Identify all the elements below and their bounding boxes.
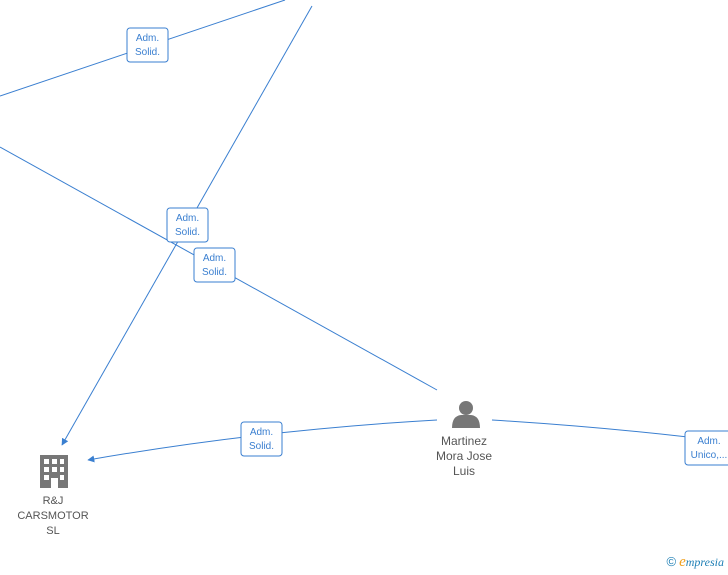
edge-label-line: Solid. (175, 227, 200, 238)
building-icon[interactable] (40, 455, 68, 488)
company-label-line: CARSMOTOR (17, 510, 89, 522)
edge-label-top-left[interactable]: Adm. Solid. (126, 27, 169, 63)
edge-label-line: Adm. (136, 33, 159, 44)
brand-initial: e (679, 554, 686, 570)
person-icon[interactable] (452, 401, 480, 428)
edge-label-middle-upper[interactable]: Adm. Solid. (166, 207, 209, 243)
edge-label-line: Unico,... (691, 450, 728, 461)
company-label-line: SL (46, 525, 60, 537)
edge-label-line: Adm. (203, 253, 226, 264)
person-label-line: Mora Jose (435, 449, 493, 463)
edge-label-middle-lower[interactable]: Adm. Solid. (193, 247, 236, 283)
company-label-line: R&J (42, 495, 64, 507)
person-node-label[interactable]: Martinez Mora Jose Luis (424, 434, 504, 479)
edge-label-line: Adm. (176, 213, 199, 224)
edge-label-line: Solid. (249, 441, 274, 452)
edge-label-line: Solid. (135, 47, 160, 58)
brand-name: mpresia (685, 555, 724, 569)
empresia-watermark: ©empresia (667, 554, 725, 571)
edge-label-right[interactable]: Adm. Unico,... (684, 430, 728, 466)
edge-label-bottom[interactable]: Adm. Solid. (240, 421, 283, 457)
person-label-line: Martinez (440, 434, 487, 448)
edge-label-line: Adm. (697, 436, 720, 447)
edge-label-line: Solid. (202, 267, 227, 278)
person-label-line: Luis (452, 464, 475, 478)
company-node-label[interactable]: R&J CARSMOTOR SL (14, 494, 92, 539)
edge-label-line: Adm. (250, 427, 273, 438)
copyright-symbol: © (666, 554, 677, 569)
